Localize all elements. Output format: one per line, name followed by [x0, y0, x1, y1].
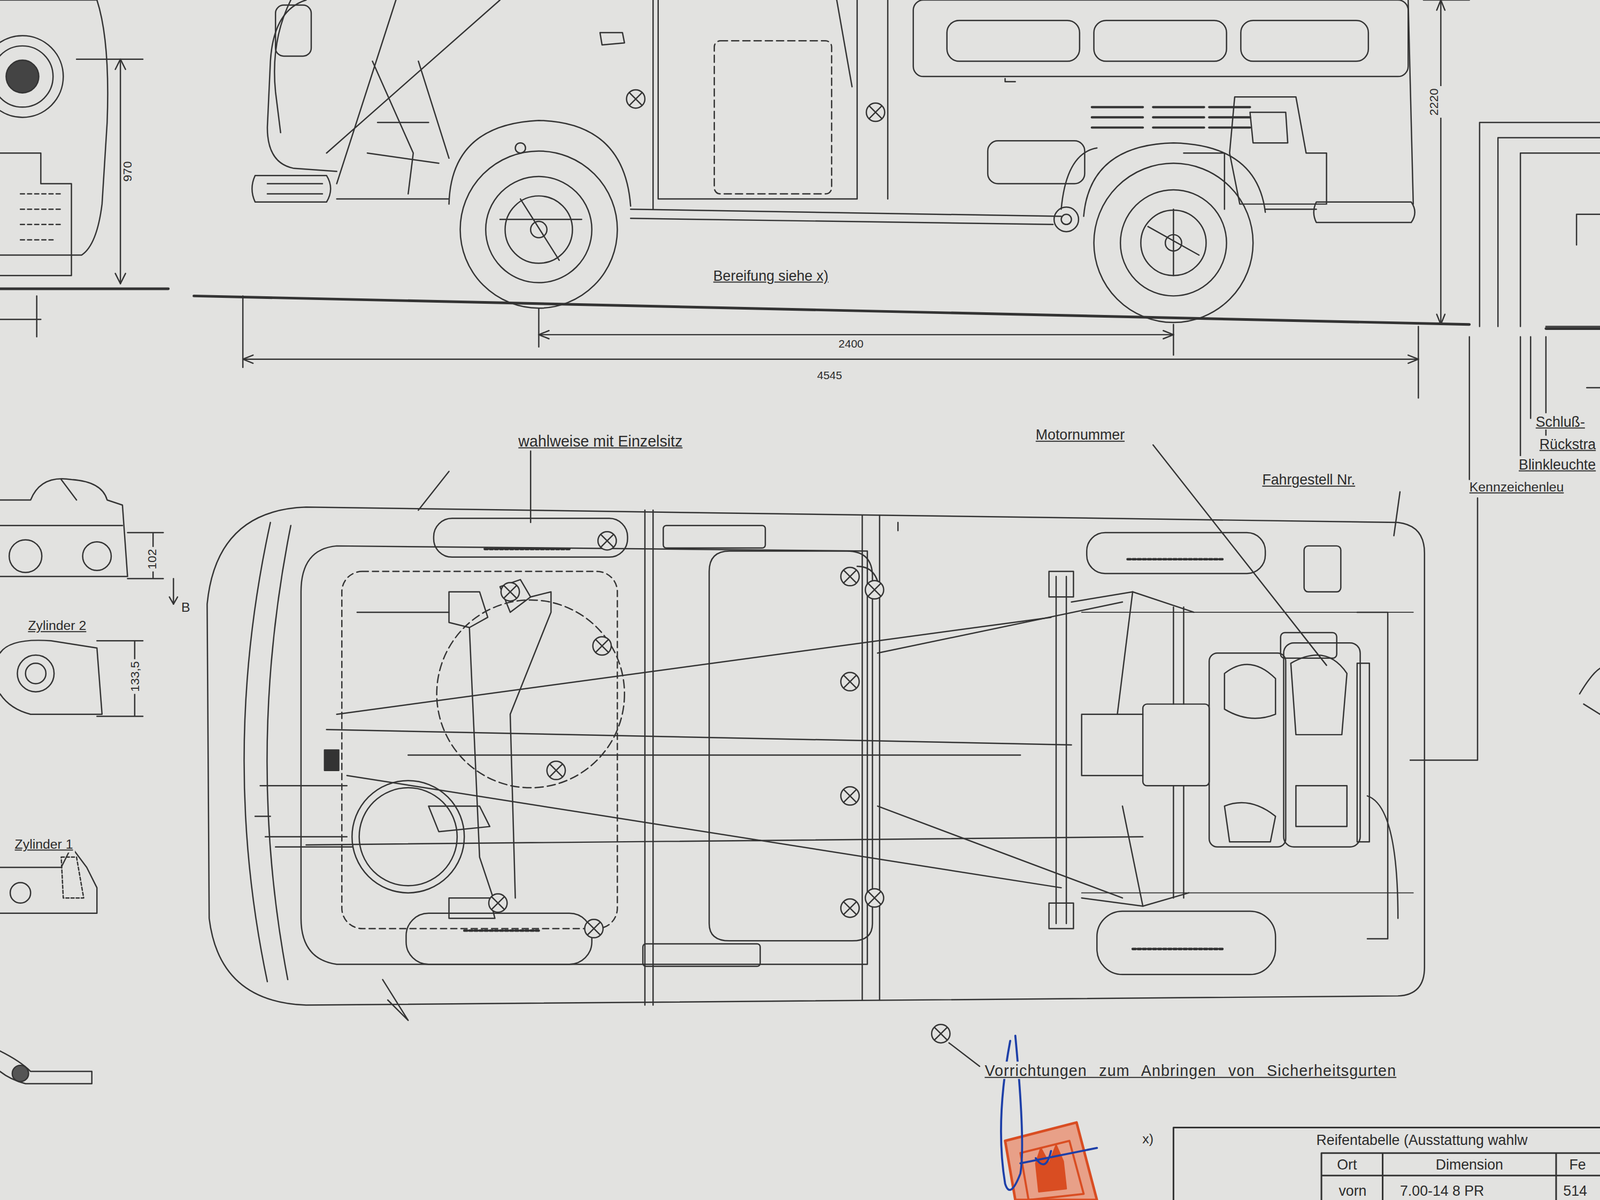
dimension-value: 970: [121, 159, 136, 184]
footnote-mark: x): [1140, 1132, 1156, 1148]
view-letter: B: [179, 600, 192, 617]
part-label: Motornummer: [1033, 426, 1127, 444]
part-label: wahlweise mit Einzelsitz: [516, 432, 686, 450]
part-label: Schluß-: [1533, 413, 1588, 430]
part-label: Fahrgestell Nr.: [1260, 471, 1358, 488]
part-label: Blinkleuchte: [1516, 456, 1598, 473]
part-label: Kennzeichenleu: [1467, 480, 1566, 496]
dimension-value: 2400: [836, 337, 866, 351]
table-cell: Dimension: [1433, 1156, 1506, 1173]
table-cell: 7.00-14 8 PR: [1397, 1182, 1487, 1199]
view-title: Zylinder 2: [26, 618, 89, 635]
dimension-value: 2220: [1427, 86, 1442, 119]
dimension-value: 102: [145, 547, 160, 572]
note-text: Bereifung siehe x): [711, 267, 831, 284]
table-cell: vorn: [1336, 1182, 1369, 1199]
table-title: Reifentabelle (Ausstattung wahlw: [1314, 1131, 1530, 1149]
note-text: Vorrichtungen zum Anbringen von Sicherhe…: [982, 1061, 1399, 1080]
table-cell: Fe: [1567, 1156, 1589, 1173]
part-label: Rückstra: [1537, 435, 1598, 453]
view-title: Zylinder 1: [12, 837, 76, 853]
dimension-value: 4545: [814, 368, 844, 382]
table-cell: Ort: [1334, 1156, 1359, 1173]
table-cell: 514: [1560, 1182, 1589, 1199]
dimension-value: 133,5: [128, 659, 143, 695]
